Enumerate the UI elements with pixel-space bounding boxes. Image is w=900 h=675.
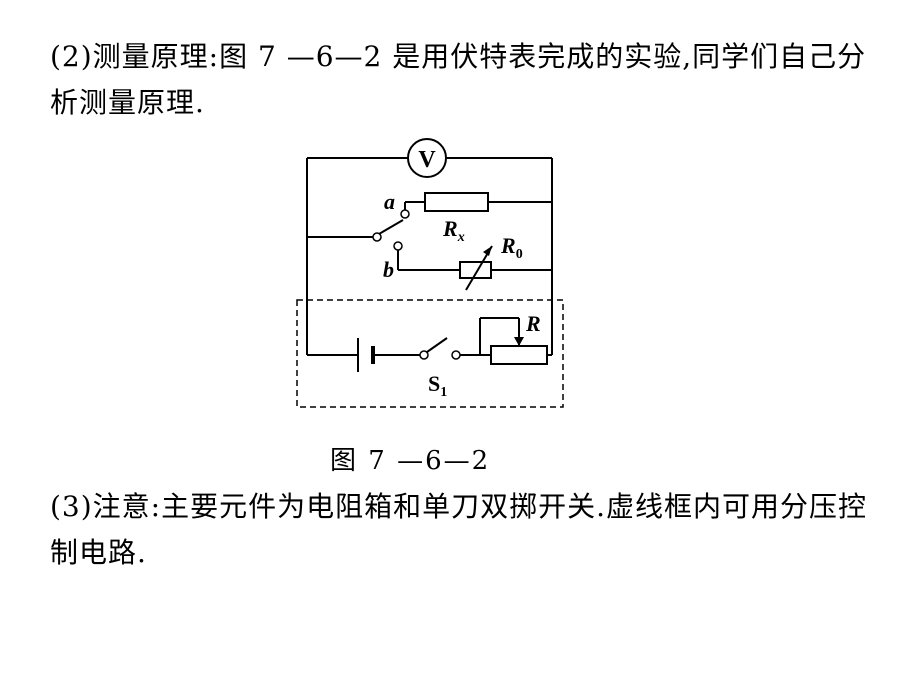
- principle-paragraph: (2)测量原理:图 7 —6—2 是用伏特表完成的实验,同学们自己分析测量原理.: [50, 40, 867, 119]
- rheostat-slider-arrow: [514, 337, 524, 346]
- label-rheostat: R: [525, 311, 541, 336]
- note-paragraph: (3)注意:主要元件为电阻箱和单刀双掷开关.虚线框内可用分压控制电路.: [50, 490, 867, 569]
- terminal-b-contact: [393, 241, 403, 251]
- circuit-diagram: V a b Rx R0 R S1: [296, 138, 564, 408]
- dashed-frame: [296, 299, 564, 408]
- s1-contact-left: [419, 350, 429, 360]
- rheostat-body: [490, 345, 548, 365]
- label-rx: Rx: [442, 216, 465, 245]
- voltmeter-circle: [407, 138, 447, 178]
- switch-pivot: [372, 232, 382, 242]
- spdt-blade: [378, 219, 404, 235]
- label-r0: R0: [500, 233, 523, 262]
- voltmeter-label: V: [418, 147, 436, 173]
- label-s1: S1: [428, 371, 447, 400]
- resistor-box-r0: [459, 261, 492, 279]
- variable-arrow: [483, 246, 492, 256]
- s1-blade: [426, 337, 448, 353]
- terminal-a-contact: [400, 209, 410, 219]
- figure-caption: 图 7 —6—2: [330, 446, 491, 476]
- s1-contact-right: [451, 350, 461, 360]
- label-b: b: [383, 257, 394, 282]
- label-a: a: [384, 189, 395, 214]
- resistor-rx: [424, 192, 489, 212]
